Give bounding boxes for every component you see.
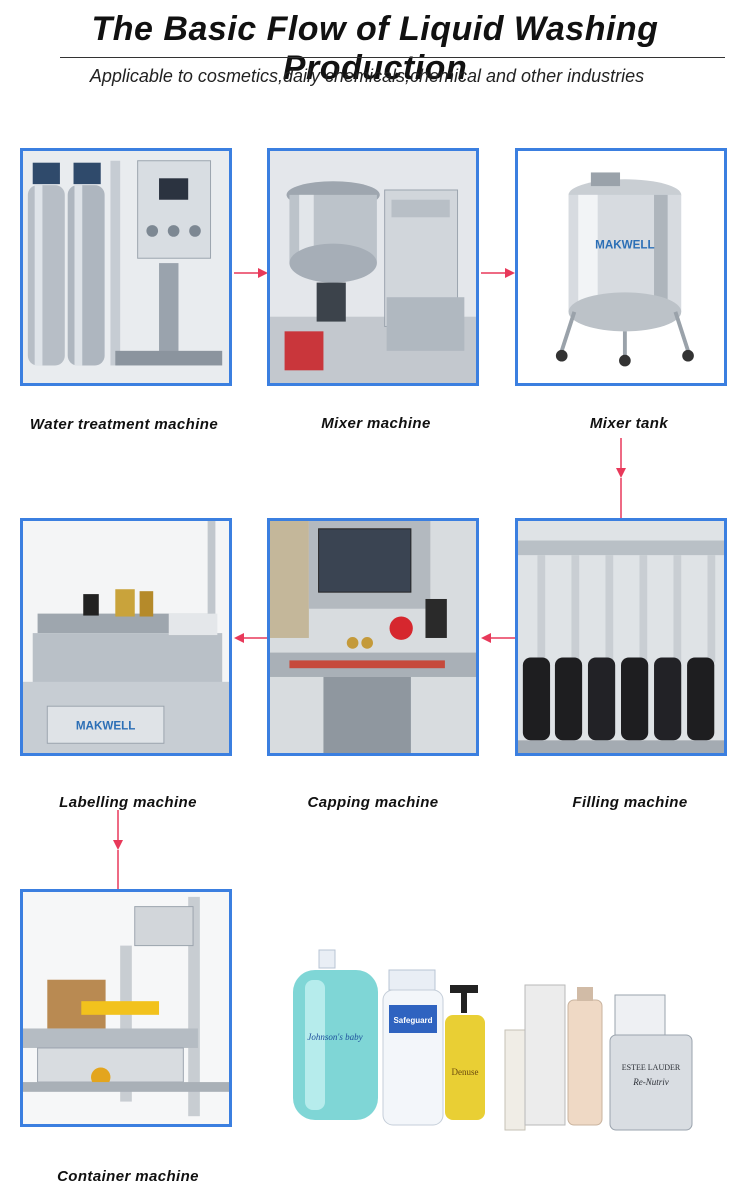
flow-arrow-down-2 — [111, 810, 125, 890]
step-label-water-treatment: Water treatment machine — [4, 416, 244, 433]
johnsons-label: Johnson's baby — [307, 1032, 362, 1042]
title-divider — [60, 57, 725, 58]
flow-arrow-right-2 — [481, 266, 515, 280]
water-treatment-machine-image — [20, 148, 232, 386]
brand-label-labeller: MAKWELL — [76, 720, 135, 733]
step-label-mixer-machine: Mixer machine — [256, 415, 496, 432]
container-machine-image — [20, 889, 232, 1127]
flow-arrow-left-1 — [234, 631, 268, 645]
step-label-capping-machine: Capping machine — [253, 794, 493, 811]
flow-arrow-right-1 — [234, 266, 268, 280]
mixer-tank-image: MAKWELL — [515, 148, 727, 386]
mixer-machine-image — [267, 148, 479, 386]
step-label-labelling-machine: Labelling machine — [8, 794, 248, 811]
step-label-mixer-tank: Mixer tank — [509, 415, 749, 432]
page-subtitle: Applicable to cosmetics,daily chemicals,… — [0, 66, 734, 87]
finished-products-image: Johnson's baby Safeguard Denuse ESTEE LA… — [285, 945, 715, 1145]
labelling-machine-image: MAKWELL — [20, 518, 232, 756]
brand-label-tank: MAKWELL — [595, 238, 654, 251]
estee-label: ESTEE LAUDER — [622, 1063, 681, 1072]
flow-arrow-down-1 — [614, 438, 628, 518]
step-label-container-machine: Container machine — [8, 1168, 248, 1185]
denuse-label: Denuse — [452, 1067, 479, 1077]
capping-machine-image — [267, 518, 479, 756]
flow-arrow-left-2 — [481, 631, 515, 645]
safeguard-label: Safeguard — [393, 1016, 432, 1025]
renutriv-label: Re-Nutriv — [632, 1077, 669, 1087]
filling-machine-image — [515, 518, 727, 756]
step-label-filling-machine: Filling machine — [510, 794, 750, 811]
